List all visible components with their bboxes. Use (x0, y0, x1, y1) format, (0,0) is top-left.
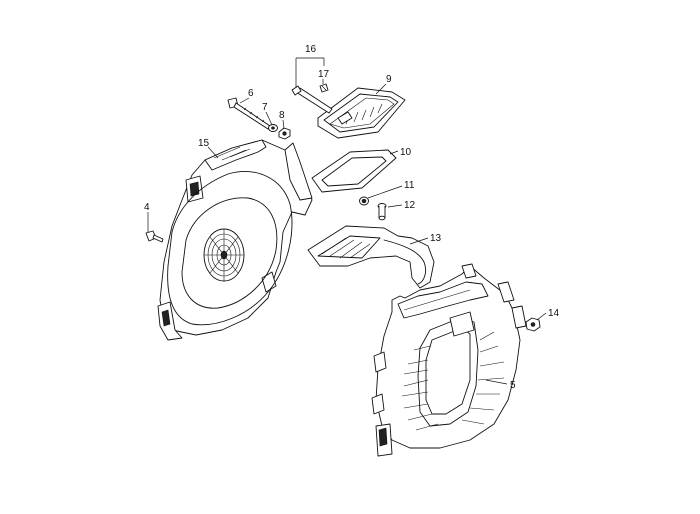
pin-12 (377, 203, 387, 221)
nut-8 (278, 127, 291, 140)
screw-4 (145, 230, 164, 243)
clip-17 (319, 83, 329, 93)
fan-housing-front (157, 139, 313, 341)
callout-4: 4 (144, 202, 150, 213)
callout-17: 17 (318, 69, 330, 80)
callout-6: 6 (248, 88, 254, 99)
intake-duct-13 (307, 225, 435, 289)
bolt-6 (227, 97, 271, 130)
callout-labels: 4 5 6 7 8 9 10 11 12 13 14 15 16 17 (144, 44, 560, 391)
callout-7: 7 (262, 102, 268, 113)
stud-16 (291, 85, 333, 114)
washer-7 (268, 124, 278, 132)
callout-12: 12 (404, 200, 416, 211)
filter-cover-9 (317, 87, 406, 139)
leader-lines (147, 57, 547, 385)
callout-14: 14 (548, 308, 560, 319)
callout-16: 16 (305, 44, 317, 55)
callout-9: 9 (386, 74, 392, 85)
callout-11: 11 (404, 180, 415, 191)
callout-15: 15 (198, 138, 210, 149)
grommet-11 (359, 196, 369, 206)
callout-13: 13 (430, 233, 442, 244)
fan-housing-rear (371, 263, 527, 457)
callout-10: 10 (400, 147, 412, 158)
gasket-10 (311, 149, 397, 193)
nut-14 (525, 317, 541, 332)
callout-5: 5 (510, 380, 516, 391)
callout-8: 8 (279, 110, 285, 121)
